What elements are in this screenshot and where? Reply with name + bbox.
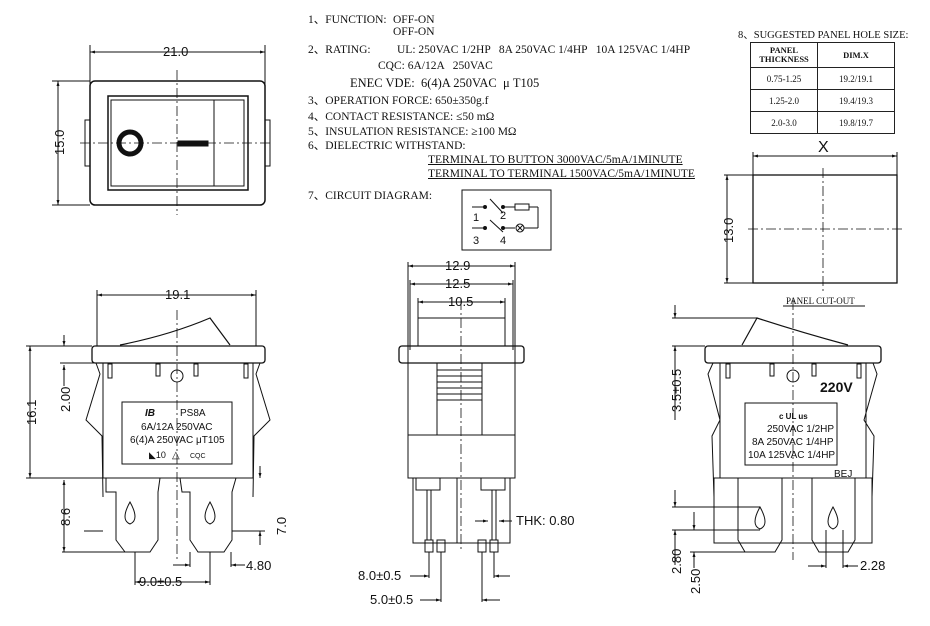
side-view xyxy=(398,262,525,602)
label-line-2: 6(4)A 250VAC μT105 xyxy=(130,435,225,446)
spec-dielectric-label: 6、DIELECTRIC WITHSTAND: xyxy=(308,140,466,152)
terminal-3: 3 xyxy=(473,235,479,247)
dim-pin2: 5.0±0.5 xyxy=(370,592,413,607)
cutout-height: 13.0 xyxy=(721,218,736,243)
ul-line-3: 10A 125VAC 1/4HP xyxy=(748,450,835,461)
top-view xyxy=(52,45,272,215)
dim-thickness: THK: 0.80 xyxy=(516,513,575,528)
dim-front-width: 19.1 xyxy=(165,287,190,302)
cqc-mark-icon: CQC xyxy=(190,453,206,460)
table-cell: 19.8/19.7 xyxy=(817,111,895,134)
spec-operation-force: 3、OPERATION FORCE: 650±350g.f xyxy=(308,95,489,107)
label-model: PS8A xyxy=(180,408,206,419)
terminal-1: 1 xyxy=(473,212,479,224)
brand-logo-icon: IB xyxy=(145,408,155,419)
dim-rocker: 2.00 xyxy=(58,387,73,412)
spec-function-value-1: OFF-ON xyxy=(393,14,435,26)
dim-d2: 2.50 xyxy=(688,569,703,594)
dim-side-w2: 12.5 xyxy=(445,276,470,291)
dim-d3: 2.28 xyxy=(860,558,885,573)
spec-contact-resistance: 4、CONTACT RESISTANCE: ≤50 mΩ xyxy=(308,111,495,123)
rocker-profile xyxy=(119,317,231,346)
circuit-diagram xyxy=(461,189,552,251)
table-cell: 2.0-3.0 xyxy=(750,111,818,134)
spec-rating-enec: ENEC VDE: 6(4)A 250VAC μ T105 xyxy=(350,76,540,90)
ul-mark-icon: c UL us xyxy=(779,412,808,421)
spec-function-value-2: OFF-ON xyxy=(393,26,435,38)
spec-rating-cqc: CQC: 6A/12A 250VAC xyxy=(378,60,493,72)
dim-d1: 2.80 xyxy=(669,549,684,574)
dim-terminal-height: 7.0 xyxy=(274,517,289,535)
spec-circuit-label: 7、CIRCUIT DIAGRAM: xyxy=(308,190,433,202)
dim-travel: 3.5±0.5 xyxy=(669,369,684,412)
table-header: DIM.X xyxy=(817,42,895,68)
dim-tab-width: 4.80 xyxy=(246,558,271,573)
spec-dielectric-line-1: TERMINAL TO BUTTON 3000VAC/5mA/1MINUTE xyxy=(428,154,683,166)
cutout-x: X xyxy=(818,139,829,156)
ul-label-plate xyxy=(744,402,838,466)
table-header: PANEL THICKNESS xyxy=(750,42,818,68)
terminal-2: 2 xyxy=(500,210,506,222)
terminal-4: 4 xyxy=(500,235,506,247)
code-marking: BEJ xyxy=(834,469,852,480)
dim-front-height: 16.1 xyxy=(24,400,39,425)
dim-top-width: 21.0 xyxy=(163,44,188,59)
spec-function-label: 1、FUNCTION: xyxy=(308,14,387,26)
panel-cutout xyxy=(724,152,905,307)
cutout-label: PANEL CUT-OUT xyxy=(786,296,855,306)
front-view xyxy=(26,290,271,585)
label-line-1: 6A/12A 250VAC xyxy=(141,422,213,433)
dim-pin1: 8.0±0.5 xyxy=(358,568,401,583)
dim-side-w1: 12.9 xyxy=(445,258,470,273)
ul-line-1: 250VAC 1/2HP xyxy=(767,424,834,435)
panel-hole-title: 8、SUGGESTED PANEL HOLE SIZE: xyxy=(738,30,909,41)
dim-pitch: 9.0±0.5 xyxy=(139,574,182,589)
spec-rating-ul: UL: 250VAC 1/2HP 8A 250VAC 1/4HP 10A 125… xyxy=(397,44,691,56)
spec-rating-label: 2、RATING: xyxy=(308,44,371,56)
dim-top-height: 15.0 xyxy=(52,130,67,155)
dim-side-w3: 10.5 xyxy=(448,294,473,309)
vde-mark-icon: △ xyxy=(172,450,180,461)
dim-terminal-length: 8.6 xyxy=(58,508,73,526)
spec-insulation-resistance: 5、INSULATION RESISTANCE: ≥100 MΩ xyxy=(308,126,517,138)
enec-mark-icon: ◣10 xyxy=(149,450,166,460)
voltage-marking: 220V xyxy=(820,379,853,395)
spec-dielectric-line-2: TERMINAL TO TERMINAL 1500VAC/5mA/1MINUTE xyxy=(428,168,695,180)
ul-line-2: 8A 250VAC 1/4HP xyxy=(752,437,834,448)
on-symbol-icon xyxy=(177,140,209,147)
right-view xyxy=(672,300,882,568)
